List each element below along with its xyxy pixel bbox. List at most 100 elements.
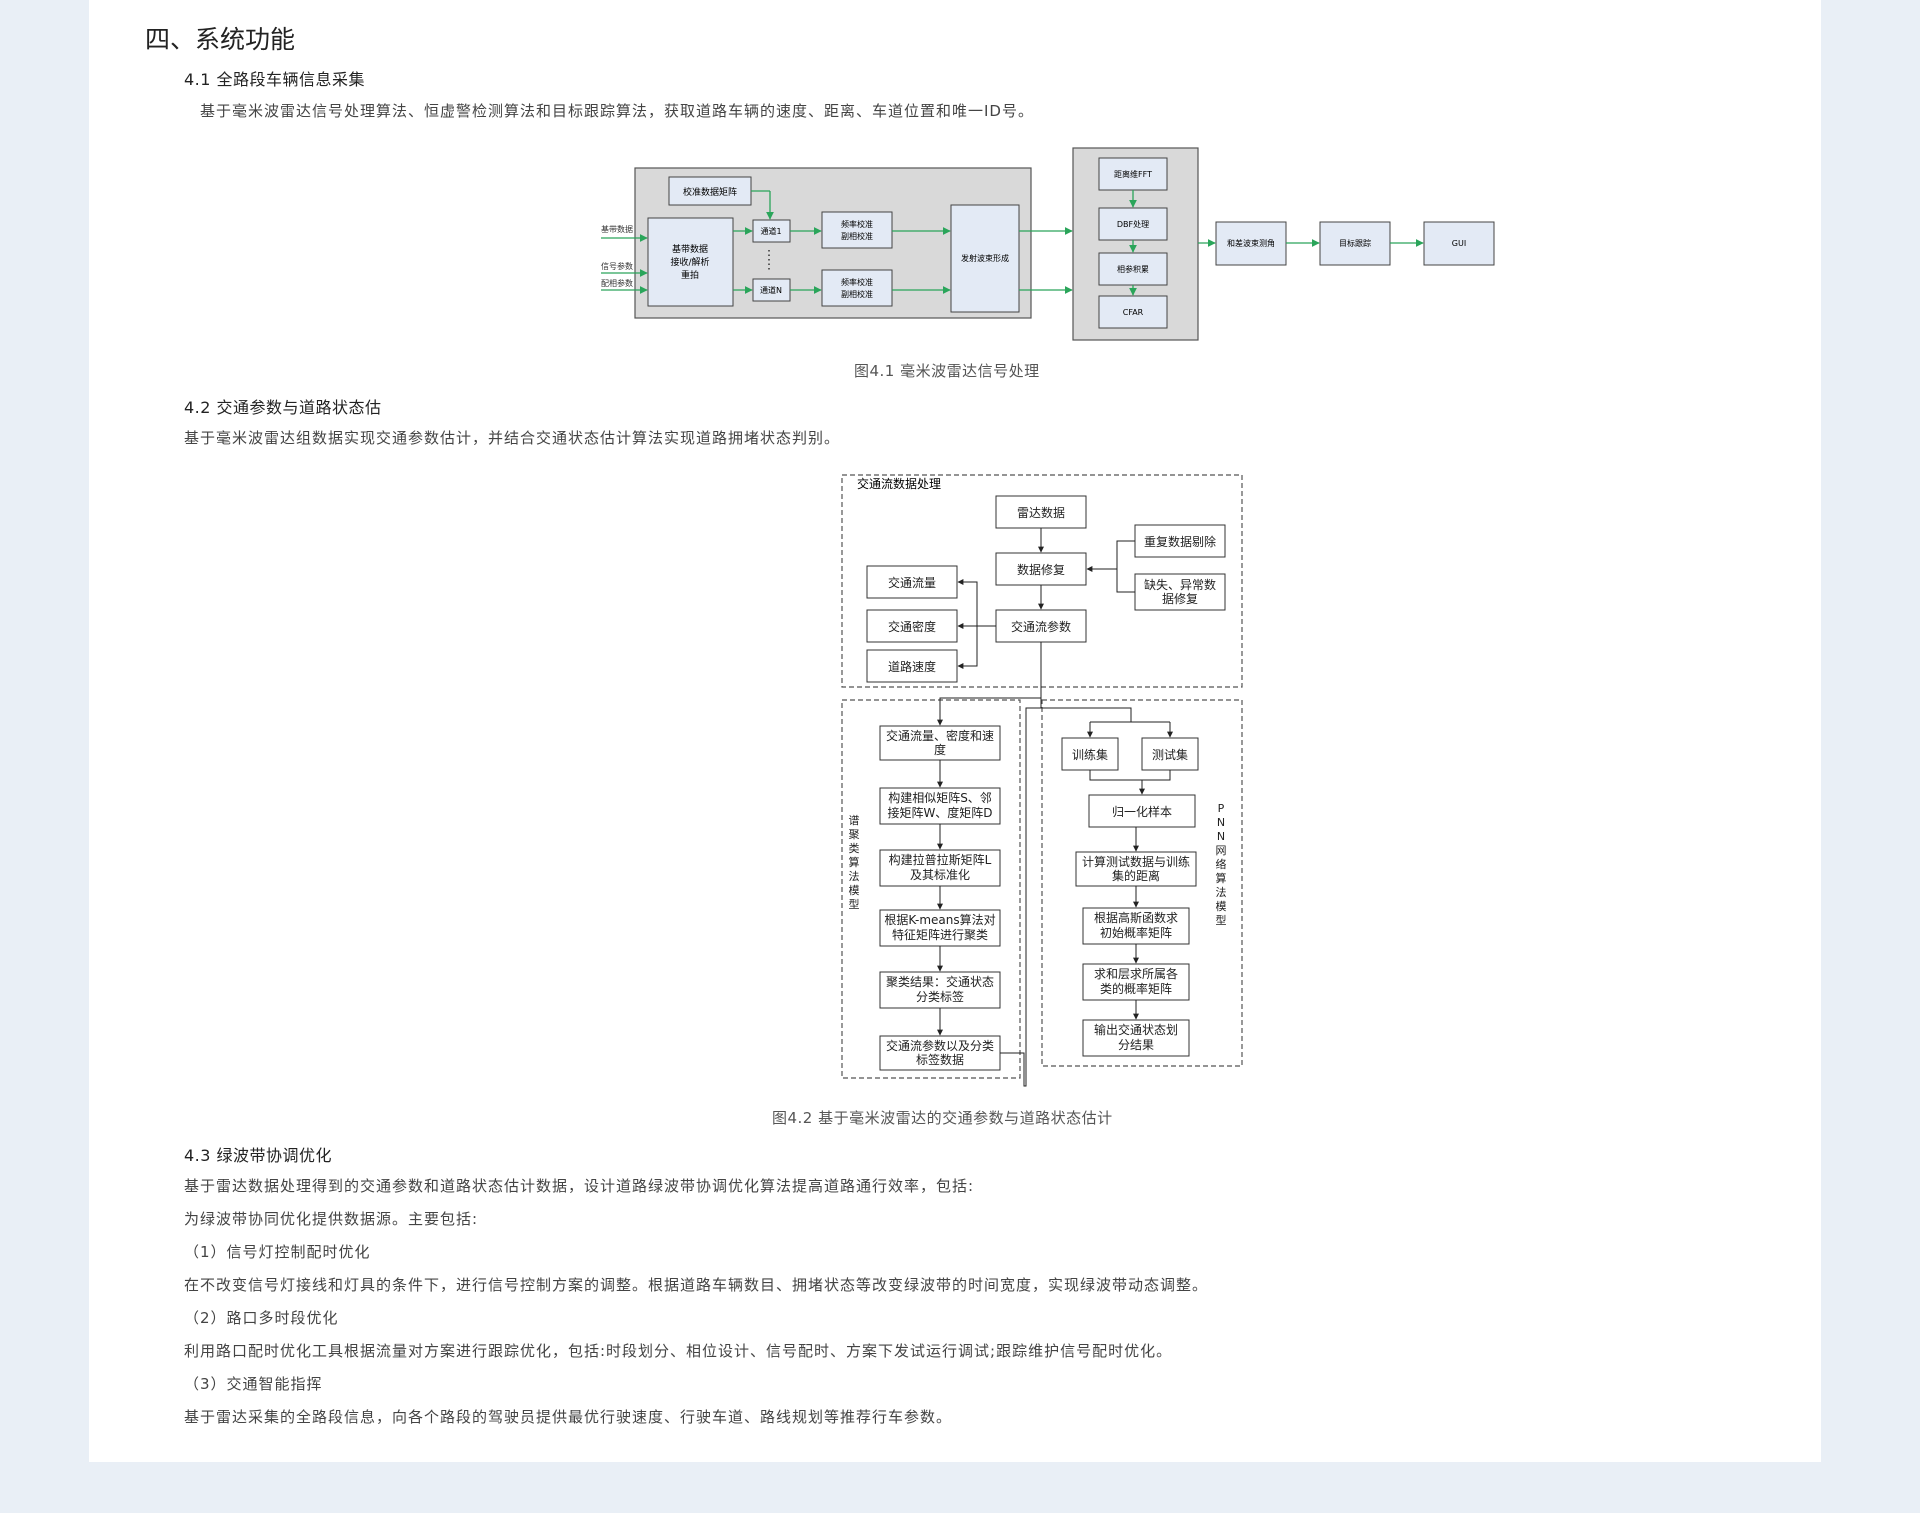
fig2-data-repair: 数据修复 xyxy=(1017,562,1065,577)
fig1-ch1-label: 通道1 xyxy=(760,226,781,236)
fig1-gui-label: GUI xyxy=(1452,239,1466,248)
fig1-freq-calib-2-line-1: 频率校准 xyxy=(841,277,873,287)
fig2-l5-line-1: 聚类结果：交通状态 xyxy=(886,974,994,989)
fig2-r2-line-2: 初始概率矩阵 xyxy=(1100,925,1172,940)
paragraph-4-3-4: 利用路口配时优化工具根据流量对方案进行跟踪优化，包括:时段划分、相位设计、信号配… xyxy=(184,1342,1173,1360)
heading-4-1: 4.1 全路段车辆信息采集 xyxy=(184,70,366,89)
fig1-monopulse-label: 和差波束测角 xyxy=(1227,238,1275,248)
fig2-region-spectral xyxy=(841,699,1021,1079)
fig2-missing-line-2: 据修复 xyxy=(1162,591,1198,606)
list-item-smart-command: （3）交通智能指挥 xyxy=(184,1375,323,1393)
paragraph-4-1: 基于毫米波雷达信号处理算法、恒虚警检测算法和目标跟踪算法，获取道路车辆的速度、距… xyxy=(200,102,1034,120)
fig2-l6-line-1: 交通流参数以及分类 xyxy=(886,1038,994,1053)
list-item-multi-period: （2）路口多时段优化 xyxy=(184,1309,339,1327)
fig1-input-1: 基带数据 xyxy=(601,224,633,234)
fig1-calib-label: 校准数据矩阵 xyxy=(683,186,737,198)
fig1-recv-box xyxy=(647,217,734,307)
fig2-right-label-char: 型 xyxy=(1216,913,1227,927)
fig2-r3-line-1: 求和层求所属各 xyxy=(1094,966,1178,981)
fig1-dbf-box xyxy=(1098,207,1168,241)
fig2-l3-line-2: 及其标准化 xyxy=(910,868,970,882)
page-content: 四、系统功能 4.1 全路段车辆信息采集 基于毫米波雷达信号处理算法、恒虚警检测… xyxy=(89,0,1821,1462)
fig2-r1-line-2: 集的距离 xyxy=(1112,868,1160,883)
fig2-l2-line-1: 构建相似矩阵S、邻 xyxy=(888,790,992,805)
section-title: 四、系统功能 xyxy=(145,25,296,54)
heading-4-2: 4.2 交通参数与道路状态估 xyxy=(184,398,382,417)
fig2-l5-line-2: 分类标签 xyxy=(916,989,964,1004)
fig1-dbf-label: DBF处理 xyxy=(1117,219,1149,229)
fig1-freq-calib-1-line-2: 副相校准 xyxy=(841,231,873,241)
fig1-fft-label: 距离维FFT xyxy=(1114,169,1152,179)
fig2-dup-removal: 重复数据剔除 xyxy=(1144,534,1216,549)
fig2-normalize: 归一化样本 xyxy=(1112,804,1172,819)
figure-4-2-diagram: 交通流数据处理 雷达数据 数据修复 xyxy=(841,474,1243,1087)
fig1-tracking-label: 目标跟踪 xyxy=(1339,238,1371,248)
paragraph-4-3-1: 基于雷达数据处理得到的交通参数和道路状态估计数据，设计道路绿波带协调优化算法提高… xyxy=(184,1177,975,1195)
fig2-left-label-char: 算 xyxy=(849,855,860,869)
caption-figure-4-2: 图4.2 基于毫米波雷达的交通参数与道路状态估计 xyxy=(772,1109,1113,1127)
fig1-freq-calib-2-box xyxy=(821,269,893,307)
fig2-right-label-char: 络 xyxy=(1216,857,1227,871)
fig1-tracking-box xyxy=(1319,221,1391,266)
fig1-gui-box xyxy=(1423,221,1495,266)
fig1-coherent-box xyxy=(1098,252,1168,286)
fig2-right-label-char: 算 xyxy=(1216,871,1227,885)
paragraph-4-3-5: 基于雷达采集的全路段信息，向各个路段的驾驶员提供最优行驶速度、行驶车道、路线规划… xyxy=(184,1408,953,1426)
fig2-left-label-char: 模 xyxy=(849,884,860,897)
fig1-cfar-box xyxy=(1098,295,1168,329)
fig1-tx-beam-box xyxy=(950,204,1020,313)
list-item-signal-timing: （1）信号灯控制配时优化 xyxy=(184,1243,371,1261)
fig2-r3-line-2: 类的概率矩阵 xyxy=(1100,981,1172,996)
fig1-recv-line-2: 接收/解析 xyxy=(670,256,709,268)
fig1-cfar-label: CFAR xyxy=(1123,308,1144,317)
fig2-r2-line-1: 根据高斯函数求 xyxy=(1094,910,1178,925)
fig2-l3-line-1: 构建拉普拉斯矩阵L xyxy=(889,852,992,867)
fig2-l4-line-1: 根据K-means算法对 xyxy=(884,912,995,927)
fig2-right-label-char: 法 xyxy=(1216,885,1227,899)
fig2-road-speed: 道路速度 xyxy=(888,659,936,674)
fig2-radar-data: 雷达数据 xyxy=(1017,505,1065,520)
fig1-coherent-label: 相参积累 xyxy=(1117,264,1149,274)
fig2-region-data-processing xyxy=(841,474,1243,688)
fig2-r1-line-1: 计算测试数据与训练 xyxy=(1082,854,1190,869)
fig2-left-label-char: 类 xyxy=(849,841,860,855)
figure-4-1-diagram: 基带数据 信号参数 配相参数 校准数据矩阵 基带数据 接收/解析 重拍 通道1 … xyxy=(601,147,1495,341)
fig1-input-3: 配相参数 xyxy=(601,278,633,288)
fig1-tx-beam-label: 发射波束形成 xyxy=(961,253,1009,263)
fig2-right-label-char: 网 xyxy=(1216,844,1227,857)
fig2-right-label-char: 模 xyxy=(1216,900,1227,913)
fig1-chn-label: 通道N xyxy=(760,285,782,295)
fig2-traffic-params: 交通流参数 xyxy=(1011,619,1071,634)
fig1-recv-line-1: 基带数据 xyxy=(672,243,708,255)
fig2-left-label-char: 聚 xyxy=(849,828,860,841)
fig2-region-pnn xyxy=(1041,699,1243,1067)
fig1-calib-box xyxy=(668,176,752,206)
caption-figure-4-1: 图4.1 毫米波雷达信号处理 xyxy=(854,362,1040,380)
paragraph-4-2: 基于毫米波雷达组数据实现交通参数估计，并结合交通状态估计算法实现道路拥堵状态判别… xyxy=(184,429,841,447)
fig2-missing-line-1: 缺失、异常数 xyxy=(1144,577,1216,592)
fig2-right-label-char: P xyxy=(1218,802,1225,815)
paragraph-4-3-2: 为绿波带协同优化提供数据源。主要包括: xyxy=(184,1210,479,1228)
fig2-right-label-char: N xyxy=(1217,816,1225,829)
fig1-input-2: 信号参数 xyxy=(601,261,633,271)
fig2-left-label-char: 谱 xyxy=(849,813,860,827)
fig2-l1-line-2: 度 xyxy=(934,742,946,757)
fig2-region-top-label: 交通流数据处理 xyxy=(857,476,941,491)
fig1-freq-calib-1-box xyxy=(821,211,893,249)
fig2-right-label-char: N xyxy=(1217,830,1225,843)
fig2-r4-line-2: 分结果 xyxy=(1118,1038,1154,1052)
fig2-traffic-flow: 交通流量 xyxy=(888,575,936,590)
fig1-recv-line-3: 重拍 xyxy=(681,269,699,281)
heading-4-3: 4.3 绿波带协调优化 xyxy=(184,1146,333,1165)
fig2-test-set: 测试集 xyxy=(1152,747,1188,762)
fig2-l4-line-2: 特征矩阵进行聚类 xyxy=(892,927,988,942)
paragraph-4-3-3: 在不改变信号灯接线和灯具的条件下，进行信号控制方案的调整。根据道路车辆数目、拥堵… xyxy=(184,1276,1209,1294)
fig2-traffic-density: 交通密度 xyxy=(888,619,936,634)
fig2-l6-line-2: 标签数据 xyxy=(916,1052,964,1067)
fig2-train-set: 训练集 xyxy=(1072,747,1108,762)
fig2-r4-line-1: 输出交通状态划 xyxy=(1094,1022,1178,1037)
fig2-l2-line-2: 接矩阵W、度矩阵D xyxy=(887,805,992,820)
fig2-l1-line-1: 交通流量、密度和速 xyxy=(886,728,994,743)
fig1-freq-calib-2-line-2: 副相校准 xyxy=(841,289,873,299)
fig2-left-label-char: 法 xyxy=(849,869,860,883)
